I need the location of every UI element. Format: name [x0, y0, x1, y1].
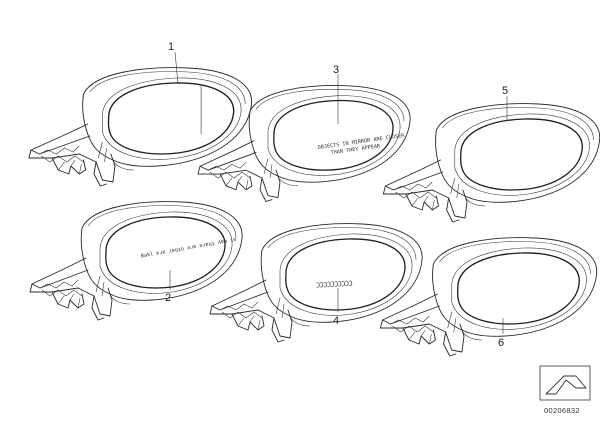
mirror-assembly-6	[379, 236, 598, 357]
mirror-assembly-2	[29, 200, 243, 321]
callout-6: 6	[498, 337, 504, 349]
callout-2: 2	[165, 292, 171, 304]
mirror-assembly-1	[28, 66, 253, 187]
mirror-glass-symbol-icon	[539, 365, 591, 401]
drawing-number: 00206832	[544, 406, 580, 415]
svg-text:ƆƆƆƆƆƆƆƆƆƆ: ƆƆƆƆƆƆƆƆƆƆ	[316, 280, 353, 290]
mirror-assembly-5	[382, 102, 600, 223]
callout-1: 1	[168, 41, 174, 53]
callout-4: 4	[333, 315, 339, 327]
callout-leader-1	[174, 51, 179, 85]
glass-engraving-4: ƆƆƆƆƆƆƆƆƆƆ	[316, 280, 353, 290]
callout-3: 3	[333, 64, 339, 76]
callout-5: 5	[502, 85, 508, 97]
